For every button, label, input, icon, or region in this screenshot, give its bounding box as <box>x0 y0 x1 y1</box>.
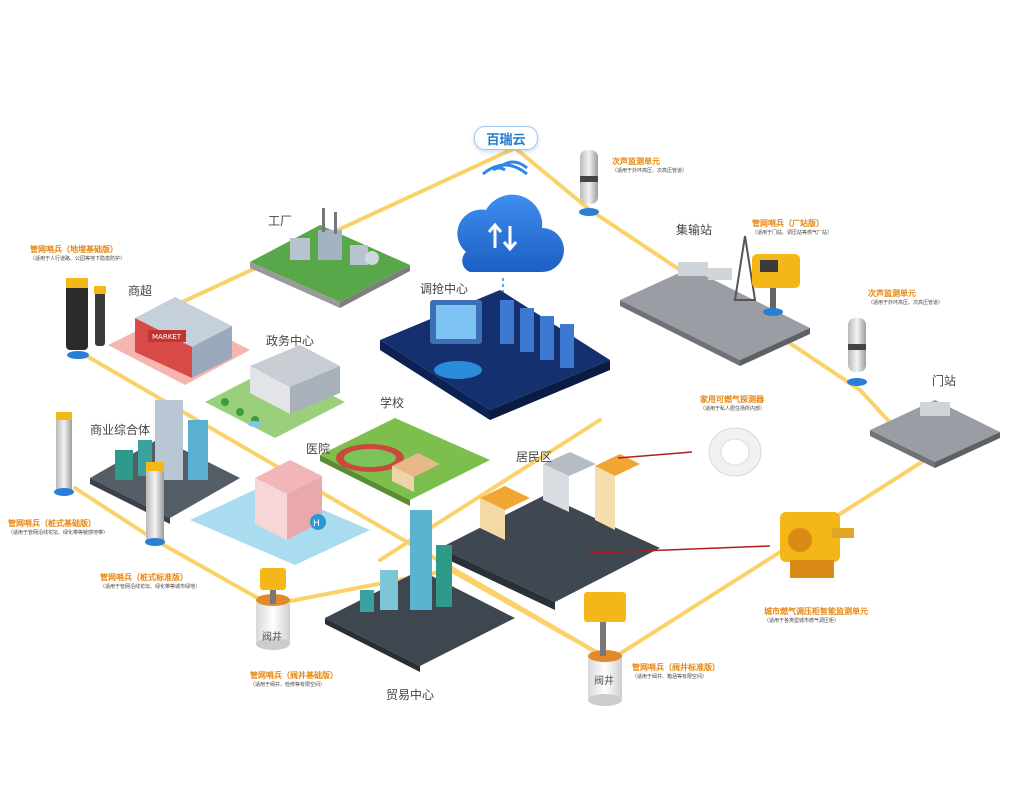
pile-sentinel-basic-title: 管网哨兵（桩式基础版） <box>8 519 96 528</box>
cloud-badge: 百瑞云 <box>474 126 538 150</box>
cloud-label: 百瑞云 <box>486 132 526 148</box>
valve-well-left-label: 阀井 <box>262 632 282 643</box>
hospital-label: 医院 <box>306 442 331 456</box>
gate-station-label: 门站 <box>932 374 957 388</box>
home-detector-caption: 家用可燃气探测器 （适用于私人居住场所内部） <box>700 394 765 412</box>
regulator-monitor-caption: 城市燃气调压柜智能监测单元 （适用于各类型城市燃气调压柜） <box>764 606 868 624</box>
gate-station-building <box>870 400 1000 468</box>
acoustic-monitor-2-title: 次声监测单元 <box>868 289 916 298</box>
well-sentinel-basic-caption: 管网哨兵（阀井基础版） （适用于阀井、检修等有限空间） <box>250 670 338 688</box>
svg-text:MARKET: MARKET <box>152 333 182 341</box>
regulator-monitor-icon <box>780 512 854 578</box>
regulator-monitor-desc: （适用于各类型城市燃气调压柜） <box>764 618 840 624</box>
control-center-label: 调抢中心 <box>420 282 469 296</box>
well-sentinel-standard-desc: （适用于阀井、箱涵等有限空间） <box>632 674 708 680</box>
regulator-monitor-title: 城市燃气调压柜智能监测单元 <box>764 607 868 616</box>
acoustic-monitor-2-icon <box>847 318 867 386</box>
gathering-station-building <box>620 235 810 366</box>
well-sentinel-standard-caption: 管网哨兵（阀井标准版） （适用于阀井、箱涵等有限空间） <box>632 662 720 680</box>
residential-label: 居民区 <box>516 450 553 464</box>
pile-sentinel-basic-icon <box>54 412 74 496</box>
acoustic-monitor-1-desc: （适用于外环高压、次高压管道） <box>612 168 688 174</box>
school-label: 学校 <box>380 396 405 410</box>
supermarket-label: 商超 <box>128 284 153 298</box>
acoustic-monitor-2-desc: （适用于外环高压、次高压管道） <box>868 300 944 306</box>
pile-sentinel-standard-desc: （适用于管网沿线花坛、绿化带等城市绿地） <box>100 584 201 590</box>
valve-well-right-label: 阀井 <box>594 676 614 687</box>
acoustic-monitor-1-title: 次声监测单元 <box>612 157 660 166</box>
trade-center-building <box>325 510 515 672</box>
pile-sentinel-basic-desc: （适用于管网沿线花坛、绿化带等敏感地带） <box>8 530 109 536</box>
commercial-complex-building <box>90 400 240 524</box>
trade-center-label: 贸易中心 <box>386 688 435 702</box>
home-detector-title: 家用可燃气探测器 <box>700 395 764 404</box>
valve-well-left-icon <box>256 568 290 650</box>
factory-building <box>250 208 410 308</box>
acoustic-monitor-1-caption: 次声监测单元 （适用于外环高压、次高压管道） <box>612 156 687 174</box>
cloud-icon <box>457 160 564 300</box>
well-sentinel-basic-title: 管网哨兵（阀井基础版） <box>250 671 338 680</box>
gathering-station-label: 集输站 <box>676 223 713 237</box>
control-center-building <box>380 290 610 420</box>
underground-sentinel-title: 管网哨兵（地埋基础版） <box>30 245 118 254</box>
supermarket-building: MARKET <box>108 297 250 385</box>
hospital-building: H <box>190 460 370 565</box>
station-sentinel-title: 管网哨兵（厂站版） <box>752 219 824 228</box>
svg-text:H: H <box>313 519 320 529</box>
pointer-lines <box>589 451 771 554</box>
home-detector-desc: （适用于私人居住场所内部） <box>700 406 766 412</box>
pile-sentinel-standard-icon <box>145 462 165 546</box>
underground-sentinel-caption: 管网哨兵（地埋基础版） （适用于人行道路、公园等地下隐患防护） <box>30 244 125 262</box>
government-building <box>205 345 345 438</box>
pile-sentinel-basic-caption: 管网哨兵（桩式基础版） （适用于管网沿线花坛、绿化带等敏感地带） <box>8 518 108 536</box>
acoustic-monitor-1-icon <box>579 150 599 216</box>
well-sentinel-standard-title: 管网哨兵（阀井标准版） <box>632 663 720 672</box>
pile-sentinel-standard-caption: 管网哨兵（桩式标准版） （适用于管网沿线花坛、绿化带等城市绿地） <box>100 572 200 590</box>
school-building <box>320 418 490 506</box>
underground-sentinel-icon <box>66 278 106 359</box>
government-label: 政务中心 <box>266 334 315 348</box>
station-sentinel-desc: （适用于门站、调压站等燃气厂站） <box>752 230 833 236</box>
underground-sentinel-desc: （适用于人行道路、公园等地下隐患防护） <box>30 256 126 262</box>
acoustic-monitor-2-caption: 次声监测单元 （适用于外环高压、次高压管道） <box>868 288 943 306</box>
station-sentinel-caption: 管网哨兵（厂站版） （适用于门站、调压站等燃气厂站） <box>752 218 832 236</box>
residential-building <box>440 452 660 610</box>
commercial-complex-label: 商业综合体 <box>90 423 151 437</box>
station-sentinel-icon <box>752 254 800 316</box>
home-gas-detector-icon <box>708 427 762 477</box>
well-sentinel-basic-desc: （适用于阀井、检修等有限空间） <box>250 682 326 688</box>
valve-well-right-icon <box>584 592 626 706</box>
factory-label: 工厂 <box>268 214 293 228</box>
pile-sentinel-standard-title: 管网哨兵（桩式标准版） <box>100 573 188 582</box>
